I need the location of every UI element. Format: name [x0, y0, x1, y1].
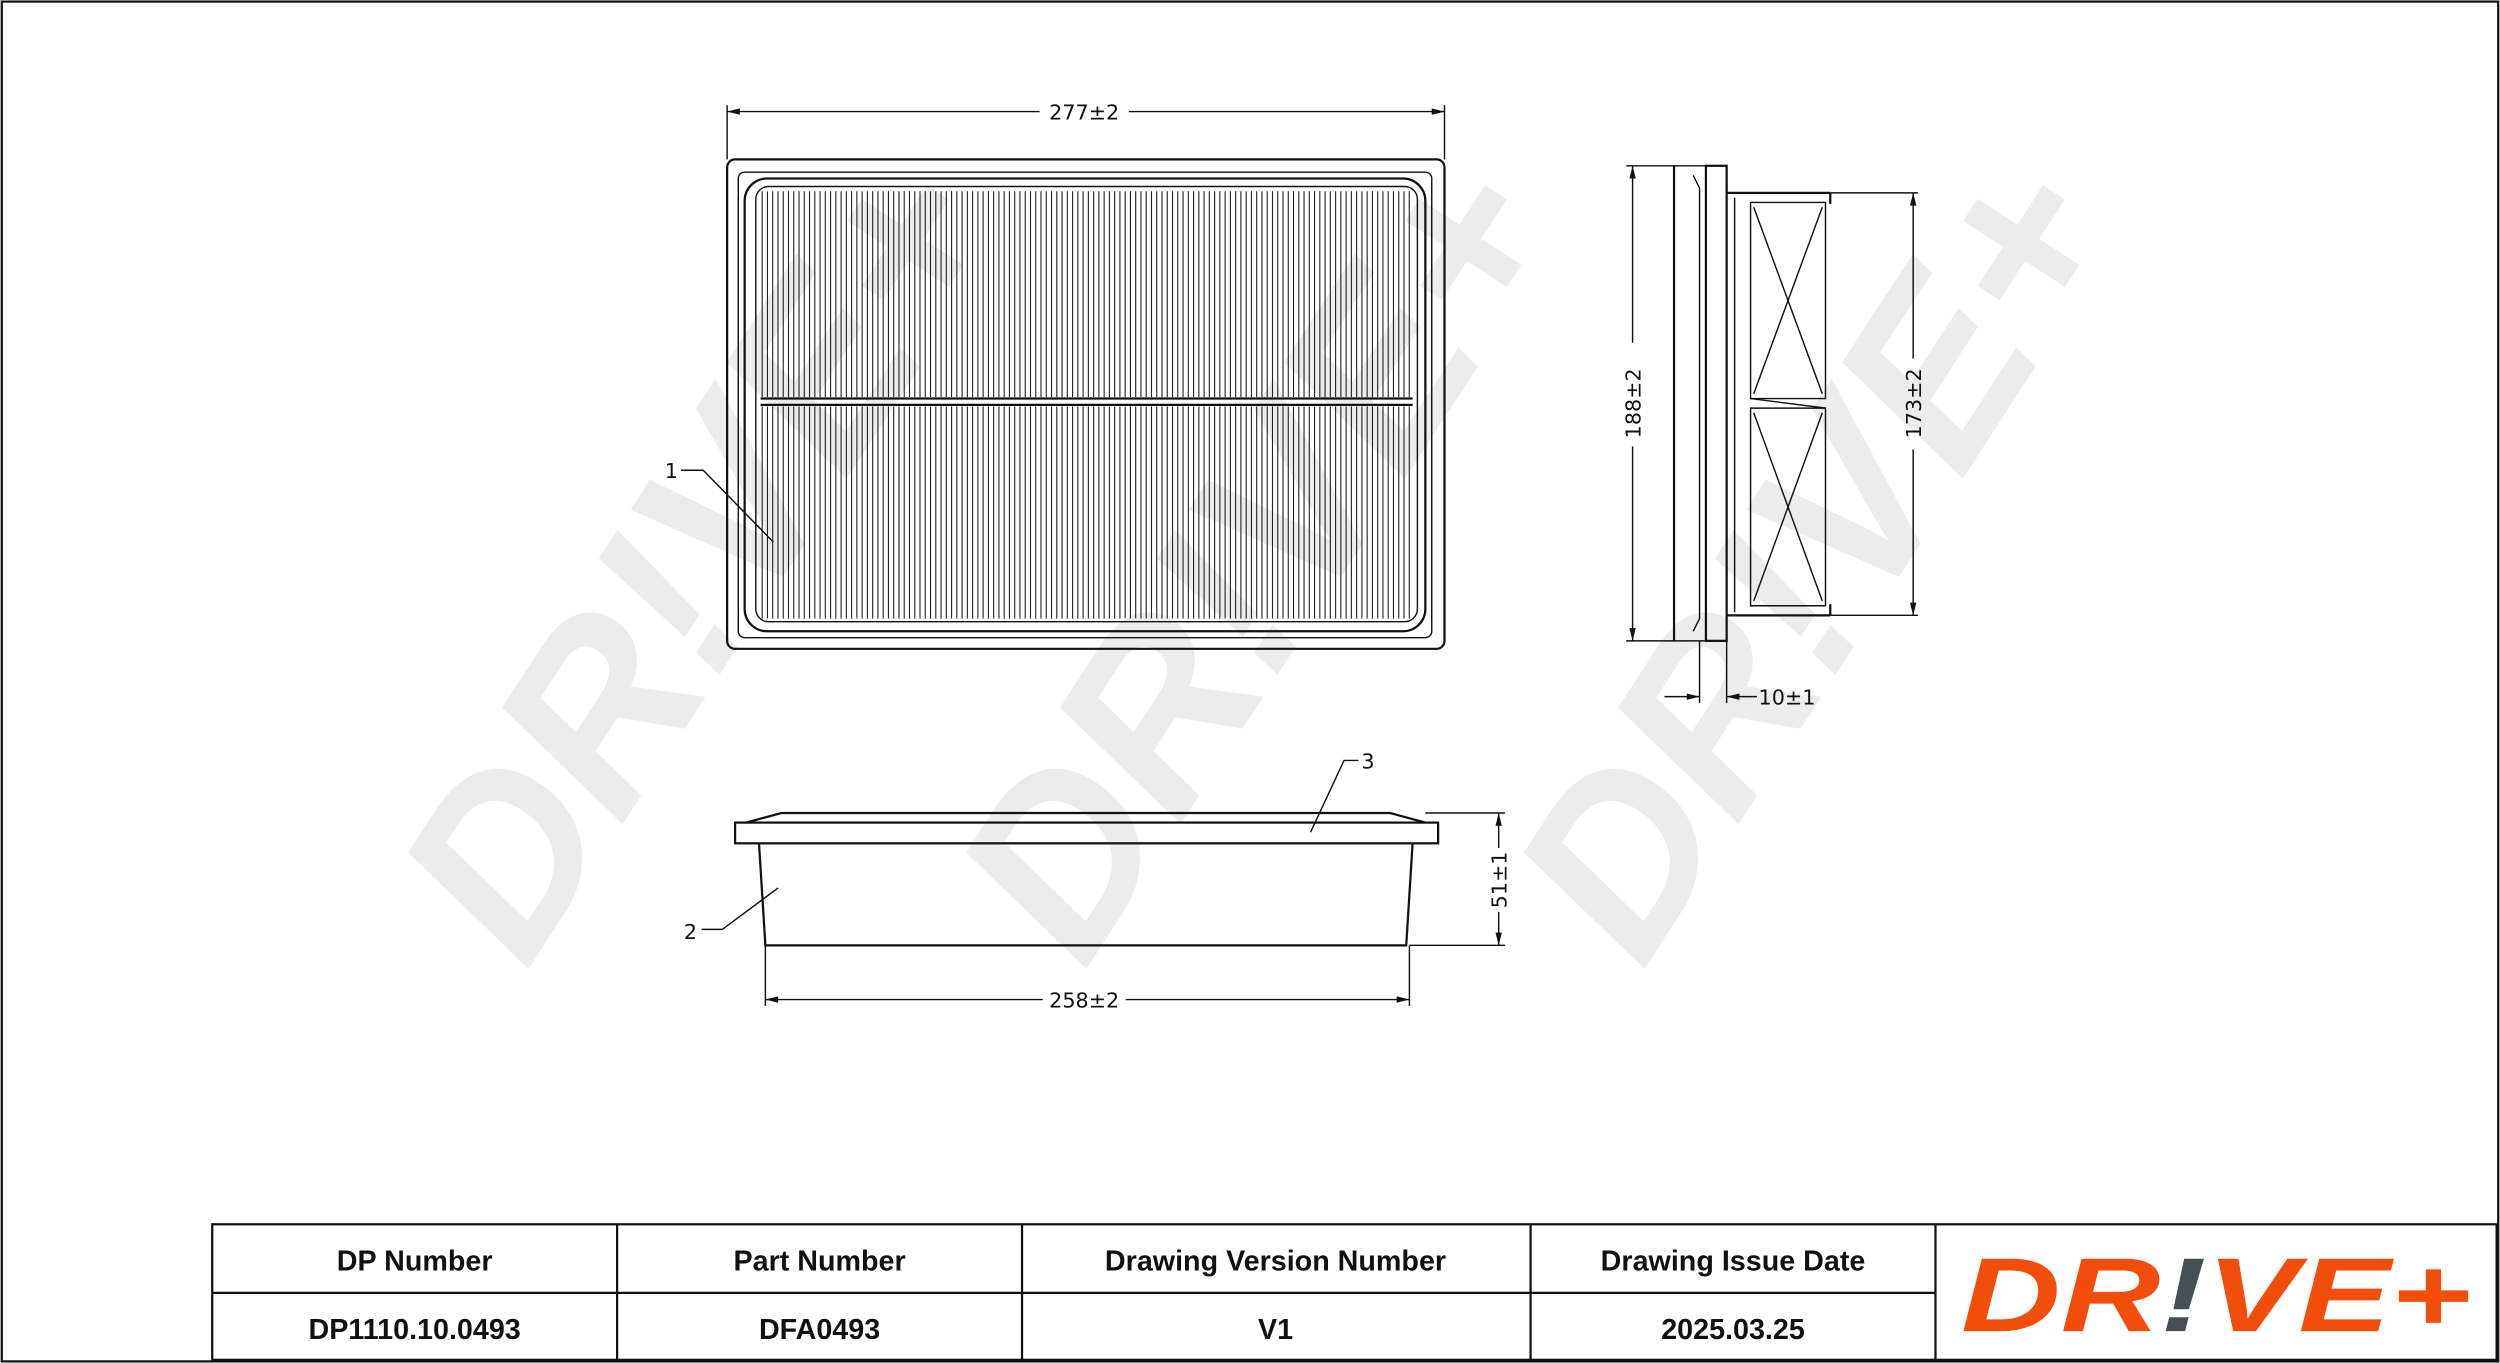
callout-2: 2	[684, 920, 697, 944]
dimension-width-top: 277±2	[1049, 101, 1119, 125]
header-part-number: Part Number	[733, 1246, 905, 1278]
drive-logo: DR!VE+	[1961, 1237, 2471, 1354]
top-view: 277±2 1	[665, 101, 1446, 650]
value-issue-date: 2025.03.25	[1661, 1314, 1805, 1346]
callout-1: 1	[665, 459, 678, 483]
header-issue-date: Drawing Issue Date	[1601, 1246, 1866, 1278]
header-drawing-version: Drawing Version Number	[1105, 1246, 1446, 1278]
title-block: DP Number Part Number Drawing Version Nu…	[211, 1223, 2498, 1361]
dimension-width-bottom: 258±2	[1049, 989, 1119, 1013]
side-view: 188±2 173±2 10±1	[1622, 164, 1926, 710]
front-view: 258±2 51±1 3 2	[684, 749, 1512, 1012]
dimension-height-side: 188±2	[1622, 368, 1646, 438]
dimension-height-front: 51±1	[1488, 852, 1512, 909]
dimension-thickness-side: 10±1	[1759, 686, 1816, 710]
value-drawing-version: V1	[1258, 1314, 1293, 1346]
watermarks: DR!VE+ DR!VE+ DR!VE+	[345, 114, 2166, 1000]
filter-pleats	[761, 191, 1410, 619]
callout-3: 3	[1361, 749, 1374, 773]
dimension-inner-height-side: 173±2	[1902, 368, 1926, 438]
value-dp-number: DP1110.10.0493	[309, 1314, 521, 1346]
header-dp-number: DP Number	[337, 1246, 493, 1278]
value-part-number: DFA0493	[759, 1314, 880, 1346]
